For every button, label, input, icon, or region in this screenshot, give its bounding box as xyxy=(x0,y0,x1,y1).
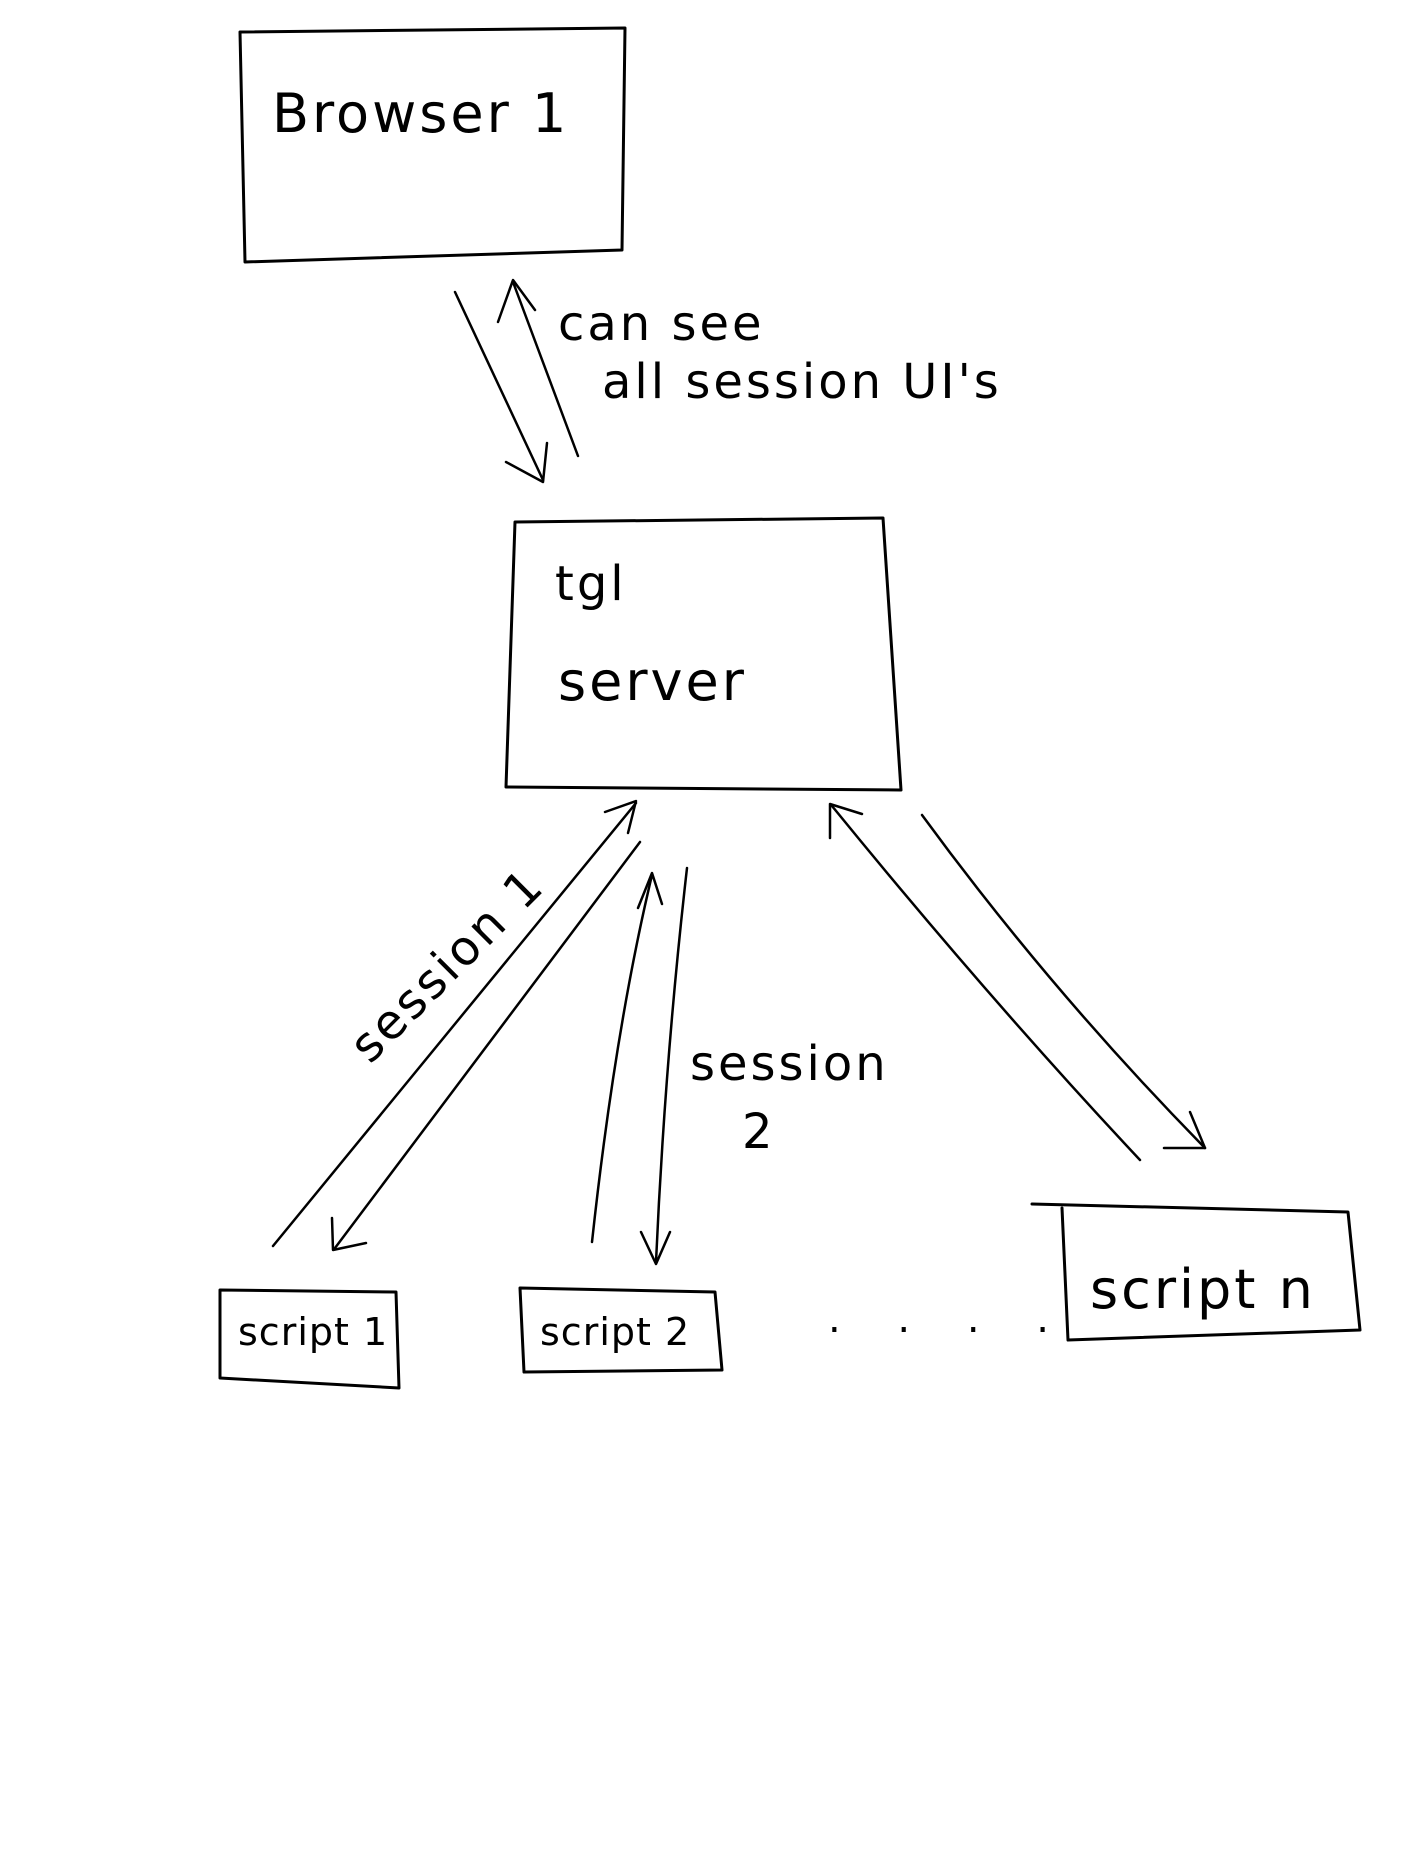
session2-label-line1: session xyxy=(690,1036,889,1092)
server-to-scriptn-arrowhead xyxy=(1162,1110,1207,1150)
ellipsis: . . . . xyxy=(828,1296,1071,1342)
server-to-browser-arrow xyxy=(511,280,580,458)
script1-label: script 1 xyxy=(238,1310,388,1354)
script2-to-server-arrowhead xyxy=(636,871,664,910)
scriptn-to-server-arrowhead xyxy=(828,802,864,840)
server-to-script2-arrowhead xyxy=(639,1230,672,1266)
server-to-browser-arrowhead xyxy=(496,278,537,324)
server-script1-connection: session 1 xyxy=(271,799,642,1252)
server-scriptn-connection xyxy=(828,802,1207,1162)
script1-to-server-arrowhead xyxy=(603,799,638,835)
script1-to-server-arrow xyxy=(271,801,638,1248)
browser-server-connection: can see all session UI's xyxy=(453,278,1002,484)
scriptn-label: script n xyxy=(1090,1258,1316,1321)
session2-label-line2: 2 xyxy=(742,1104,776,1160)
server-to-script2-arrow xyxy=(654,866,689,1264)
scriptn-node: script n xyxy=(1030,1202,1362,1342)
scriptn-box xyxy=(1030,1202,1362,1342)
script2-box xyxy=(518,1286,724,1374)
script1-node: script 1 xyxy=(218,1288,401,1390)
script2-node: script 2 xyxy=(518,1286,724,1374)
server-label-line2: server xyxy=(558,650,747,713)
script2-label: script 2 xyxy=(540,1310,690,1354)
server-node: tgl server xyxy=(504,516,903,792)
scriptn-to-server-arrow xyxy=(830,804,1142,1162)
browser-server-label-line1: can see xyxy=(558,296,765,352)
server-to-script1-arrow xyxy=(333,840,642,1250)
script2-to-server-arrow xyxy=(590,873,654,1244)
server-to-scriptn-arrow xyxy=(920,813,1207,1150)
browser-to-server-arrowhead xyxy=(504,441,549,484)
browser-node: Browser 1 xyxy=(238,26,627,264)
session1-label: session 1 xyxy=(339,857,556,1074)
server-box xyxy=(504,516,903,792)
script1-box xyxy=(218,1288,401,1390)
browser-server-label-line2: all session UI's xyxy=(602,354,1002,410)
server-to-script1-arrowhead xyxy=(330,1216,368,1252)
browser-to-server-arrow xyxy=(453,290,545,482)
server-script2-connection: session 2 xyxy=(590,866,889,1266)
browser-box xyxy=(238,26,627,264)
server-label-line1: tgl xyxy=(555,556,627,612)
browser-label: Browser 1 xyxy=(272,82,569,145)
